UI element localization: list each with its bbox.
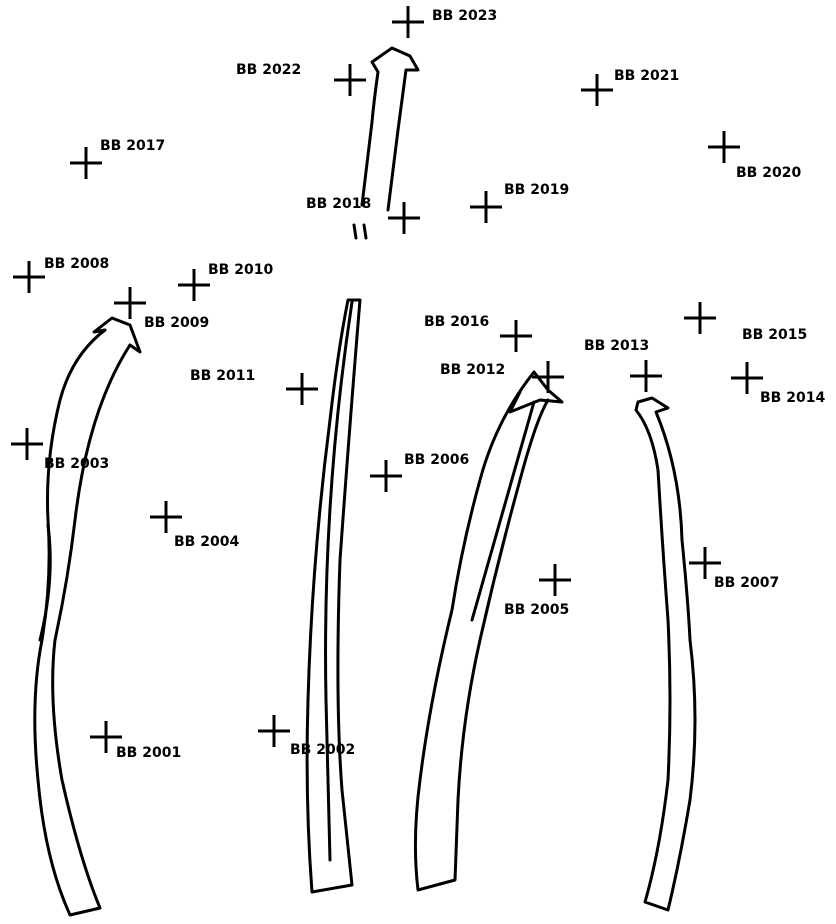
marker-label: BB 2021 (614, 68, 679, 84)
cross-icon (684, 302, 716, 334)
cross-icon (470, 191, 502, 223)
marker-label: BB 2001 (116, 745, 181, 761)
marker-label: BB 2014 (760, 390, 825, 406)
cross-icon (114, 287, 146, 319)
marker-2010: BB 2010 (178, 262, 273, 301)
cross-icon (90, 721, 122, 753)
middle-band-inner (324, 300, 354, 862)
cross-icon (708, 131, 740, 163)
cross-icon (689, 547, 721, 579)
marker-label: BB 2011 (190, 368, 255, 384)
marker-2009: BB 2009 (114, 287, 209, 331)
cross-icon (258, 715, 290, 747)
marker-label: BB 2003 (44, 456, 109, 472)
marker-label: BB 2013 (584, 338, 649, 354)
marker-2004: BB 2004 (150, 501, 239, 550)
cross-icon (388, 202, 420, 234)
cross-icon (581, 74, 613, 106)
marker-2015: BB 2015 (684, 302, 807, 343)
cross-icon (11, 428, 43, 460)
marker-2018: BB 2018 (306, 196, 420, 234)
marker-2011: BB 2011 (190, 368, 318, 405)
marker-label: BB 2005 (504, 602, 569, 618)
cross-icon (286, 373, 318, 405)
marker-2012: BB 2012 (440, 361, 564, 393)
cross-icon (13, 261, 45, 293)
right-band (634, 396, 697, 912)
marker-layer: BB 2023 BB 2022 BB 2021 BB 2017 BB 2020 BB 20… (11, 6, 825, 761)
cross-icon (150, 501, 182, 533)
marker-label: BB 2016 (424, 314, 489, 330)
marker-2023: BB 2023 (392, 6, 497, 38)
marker-label: BB 2002 (290, 742, 355, 758)
marker-2016: BB 2016 (424, 314, 532, 352)
cross-icon (731, 362, 763, 394)
cross-icon (70, 147, 102, 179)
marker-2007: BB 2007 (689, 547, 779, 591)
left-arrow-seam (38, 523, 52, 642)
cross-icon (500, 320, 532, 352)
marker-2002: BB 2002 (258, 715, 355, 758)
marker-label: BB 2022 (236, 62, 301, 78)
marker-2020: BB 2020 (708, 131, 801, 181)
cross-icon (334, 64, 366, 96)
cross-icon (539, 564, 571, 596)
marker-2017: BB 2017 (70, 138, 165, 179)
cross-icon (392, 6, 424, 38)
top-arrow-stub (352, 223, 368, 240)
marker-label: BB 2006 (404, 452, 469, 468)
marker-label: BB 2017 (100, 138, 165, 154)
marker-label: BB 2012 (440, 362, 505, 378)
center-right-arrow-band (413, 370, 564, 892)
marker-2003: BB 2003 (11, 428, 109, 472)
marker-label: BB 2004 (174, 534, 239, 550)
cross-icon (532, 361, 564, 393)
marker-2001: BB 2001 (90, 721, 181, 761)
cross-icon (178, 269, 210, 301)
marker-label: BB 2015 (742, 327, 807, 343)
marker-label: BB 2010 (208, 262, 273, 278)
cross-icon (630, 360, 662, 392)
left-arrow-band (33, 316, 142, 917)
marker-2005: BB 2005 (504, 564, 571, 618)
marker-label: BB 2018 (306, 196, 371, 212)
marker-2006: BB 2006 (370, 452, 469, 492)
marker-2014: BB 2014 (731, 362, 825, 406)
marker-label: BB 2023 (432, 8, 497, 24)
top-arrow-outline (360, 46, 420, 212)
marker-label: BB 2020 (736, 165, 801, 181)
marker-label: BB 2008 (44, 256, 109, 272)
cross-icon (370, 460, 402, 492)
middle-band (305, 298, 362, 894)
marker-label: BB 2009 (144, 315, 209, 331)
marker-2008: BB 2008 (13, 256, 109, 293)
marker-label: BB 2019 (504, 182, 569, 198)
marker-2021: BB 2021 (581, 68, 679, 106)
marker-2013: BB 2013 (584, 338, 662, 392)
marker-2019: BB 2019 (470, 182, 569, 223)
outlines (33, 46, 697, 917)
center-right-inner (470, 400, 536, 622)
marker-2022: BB 2022 (236, 62, 366, 96)
marker-label: BB 2007 (714, 575, 779, 591)
